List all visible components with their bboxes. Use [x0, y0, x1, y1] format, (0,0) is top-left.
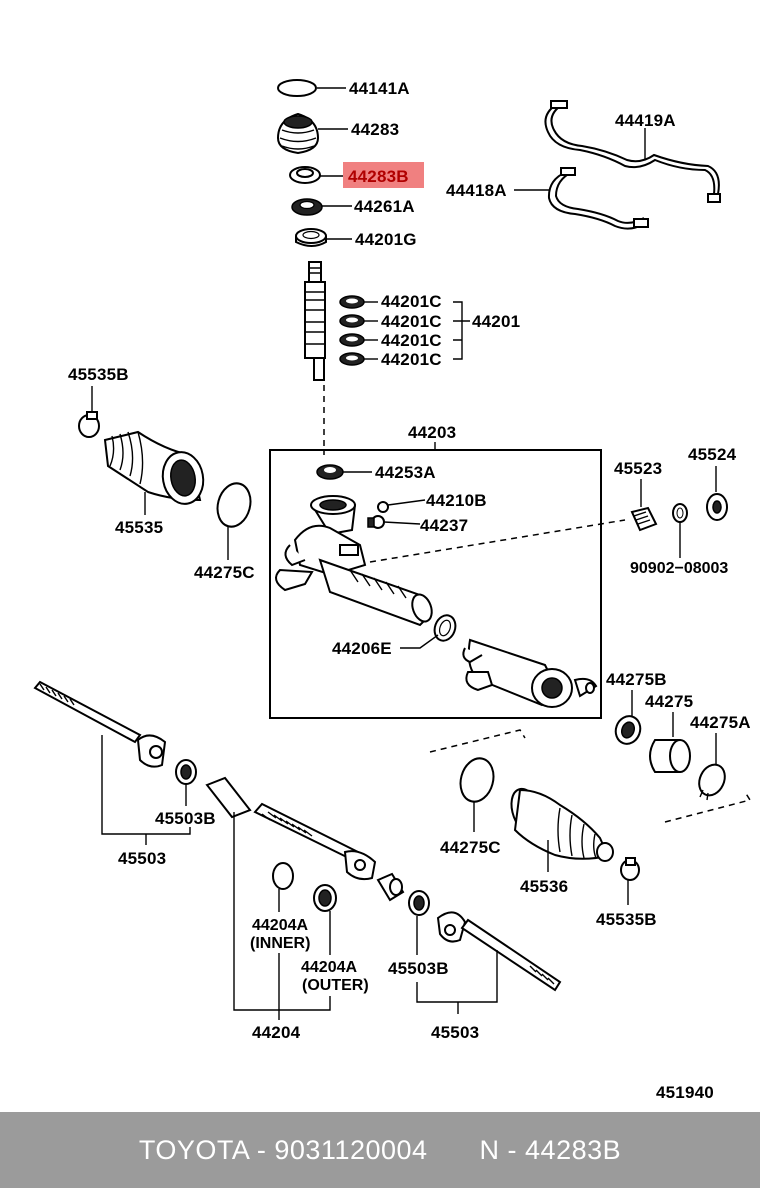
- label-44275C-right: 44275C: [440, 838, 501, 857]
- hose-part-2: [547, 167, 649, 230]
- label-44206E: 44206E: [332, 639, 392, 658]
- footer-bar: TOYOTA - 9031120004 N - 44283B: [0, 1112, 760, 1188]
- label-inner: (INNER): [250, 935, 310, 952]
- label-44203: 44203: [408, 423, 456, 442]
- label-45536: 45536: [520, 877, 568, 896]
- label-45524: 45524: [688, 445, 737, 464]
- label-45503-left: 45503: [118, 849, 166, 868]
- lock-nut-part: [291, 198, 323, 216]
- label-44261A: 44261A: [354, 197, 415, 216]
- footer-reference: N - 44283B: [479, 1134, 622, 1165]
- label-outer: (OUTER): [302, 977, 369, 994]
- lock-washer-right-part: [408, 890, 430, 916]
- snap-ring-part: [216, 482, 252, 528]
- o-ring-part: [277, 79, 317, 97]
- label-44253A: 44253A: [375, 463, 436, 482]
- nut-part: [706, 493, 728, 521]
- bushing-part: [630, 506, 658, 532]
- rack-boot-right-part: [510, 787, 614, 862]
- label-45523: 45523: [614, 459, 662, 478]
- cylinder-tube-part: [462, 638, 598, 708]
- housing-group-box: [269, 449, 602, 719]
- label-45503B-left: 45503B: [155, 809, 216, 828]
- washer-part: [672, 503, 688, 523]
- union-part: [367, 515, 385, 529]
- label-45535: 45535: [115, 518, 163, 537]
- label-44204A-outer: 44204A: [301, 959, 357, 976]
- footer-part-number: TOYOTA - 9031120004: [138, 1134, 428, 1165]
- dust-cover-part: [276, 112, 320, 155]
- rack-boot-part: [103, 430, 205, 505]
- label-44201C-1: 44201C: [381, 292, 442, 311]
- plug-part: [377, 501, 389, 513]
- hose-part: [544, 100, 721, 203]
- parts-diagram: 44141A 44283 44283B 44261A 44201G: [33, 79, 752, 1102]
- label-44275: 44275: [645, 692, 693, 711]
- label-44201G: 44201G: [355, 230, 417, 249]
- label-44201C-3: 44201C: [381, 331, 442, 350]
- label-44275B: 44275B: [606, 670, 667, 689]
- label-44283: 44283: [351, 120, 399, 139]
- highlight-box: [343, 162, 424, 188]
- label-44237: 44237: [420, 516, 468, 535]
- cap-part: [316, 464, 344, 480]
- label-45535B-bottom: 45535B: [596, 910, 657, 929]
- label-44141A: 44141A: [349, 79, 410, 98]
- label-44204: 44204: [252, 1023, 301, 1042]
- ring-44275B-part: [614, 715, 642, 745]
- label-44419A: 44419A: [615, 111, 676, 130]
- label-90902-08003: 90902−08003: [630, 560, 728, 577]
- inner-ring-part: [272, 862, 294, 890]
- diagram-id: 451940: [656, 1083, 714, 1102]
- tie-rod-left-part: [33, 680, 167, 768]
- label-45535B-top: 45535B: [68, 365, 129, 384]
- tie-rod-right-part: [436, 911, 562, 992]
- label-44201C-4: 44201C: [381, 350, 442, 369]
- housing-ring-part: [433, 614, 457, 642]
- bearing-part: [295, 228, 327, 247]
- label-45503B-right: 45503B: [388, 959, 449, 978]
- outer-ring-part: [313, 884, 337, 912]
- snap-ring-right-part: [459, 757, 495, 803]
- label-44201: 44201: [472, 312, 520, 331]
- seal-rings-part: [339, 295, 365, 366]
- seal-ring-part: [289, 166, 321, 184]
- control-valve-part: [304, 261, 326, 381]
- label-44204A-inner: 44204A: [252, 917, 308, 934]
- label-44201C-2: 44201C: [381, 312, 442, 331]
- label-44275C-left: 44275C: [194, 563, 255, 582]
- label-44275A: 44275A: [690, 713, 751, 732]
- clamp-part: [78, 411, 100, 438]
- rack-bushing-part: [376, 872, 405, 902]
- rack-part: [205, 776, 377, 881]
- gear-housing-part: [275, 495, 433, 627]
- lock-washer-left-part: [175, 759, 197, 785]
- label-44283B: 44283B: [348, 167, 409, 186]
- label-44210B: 44210B: [426, 491, 487, 510]
- stopper-part: [649, 739, 691, 773]
- label-45503-right: 45503: [431, 1023, 479, 1042]
- snap-ring-44275A-part: [698, 763, 726, 801]
- clamp-right-part: [620, 857, 640, 881]
- label-44418A: 44418A: [446, 181, 507, 200]
